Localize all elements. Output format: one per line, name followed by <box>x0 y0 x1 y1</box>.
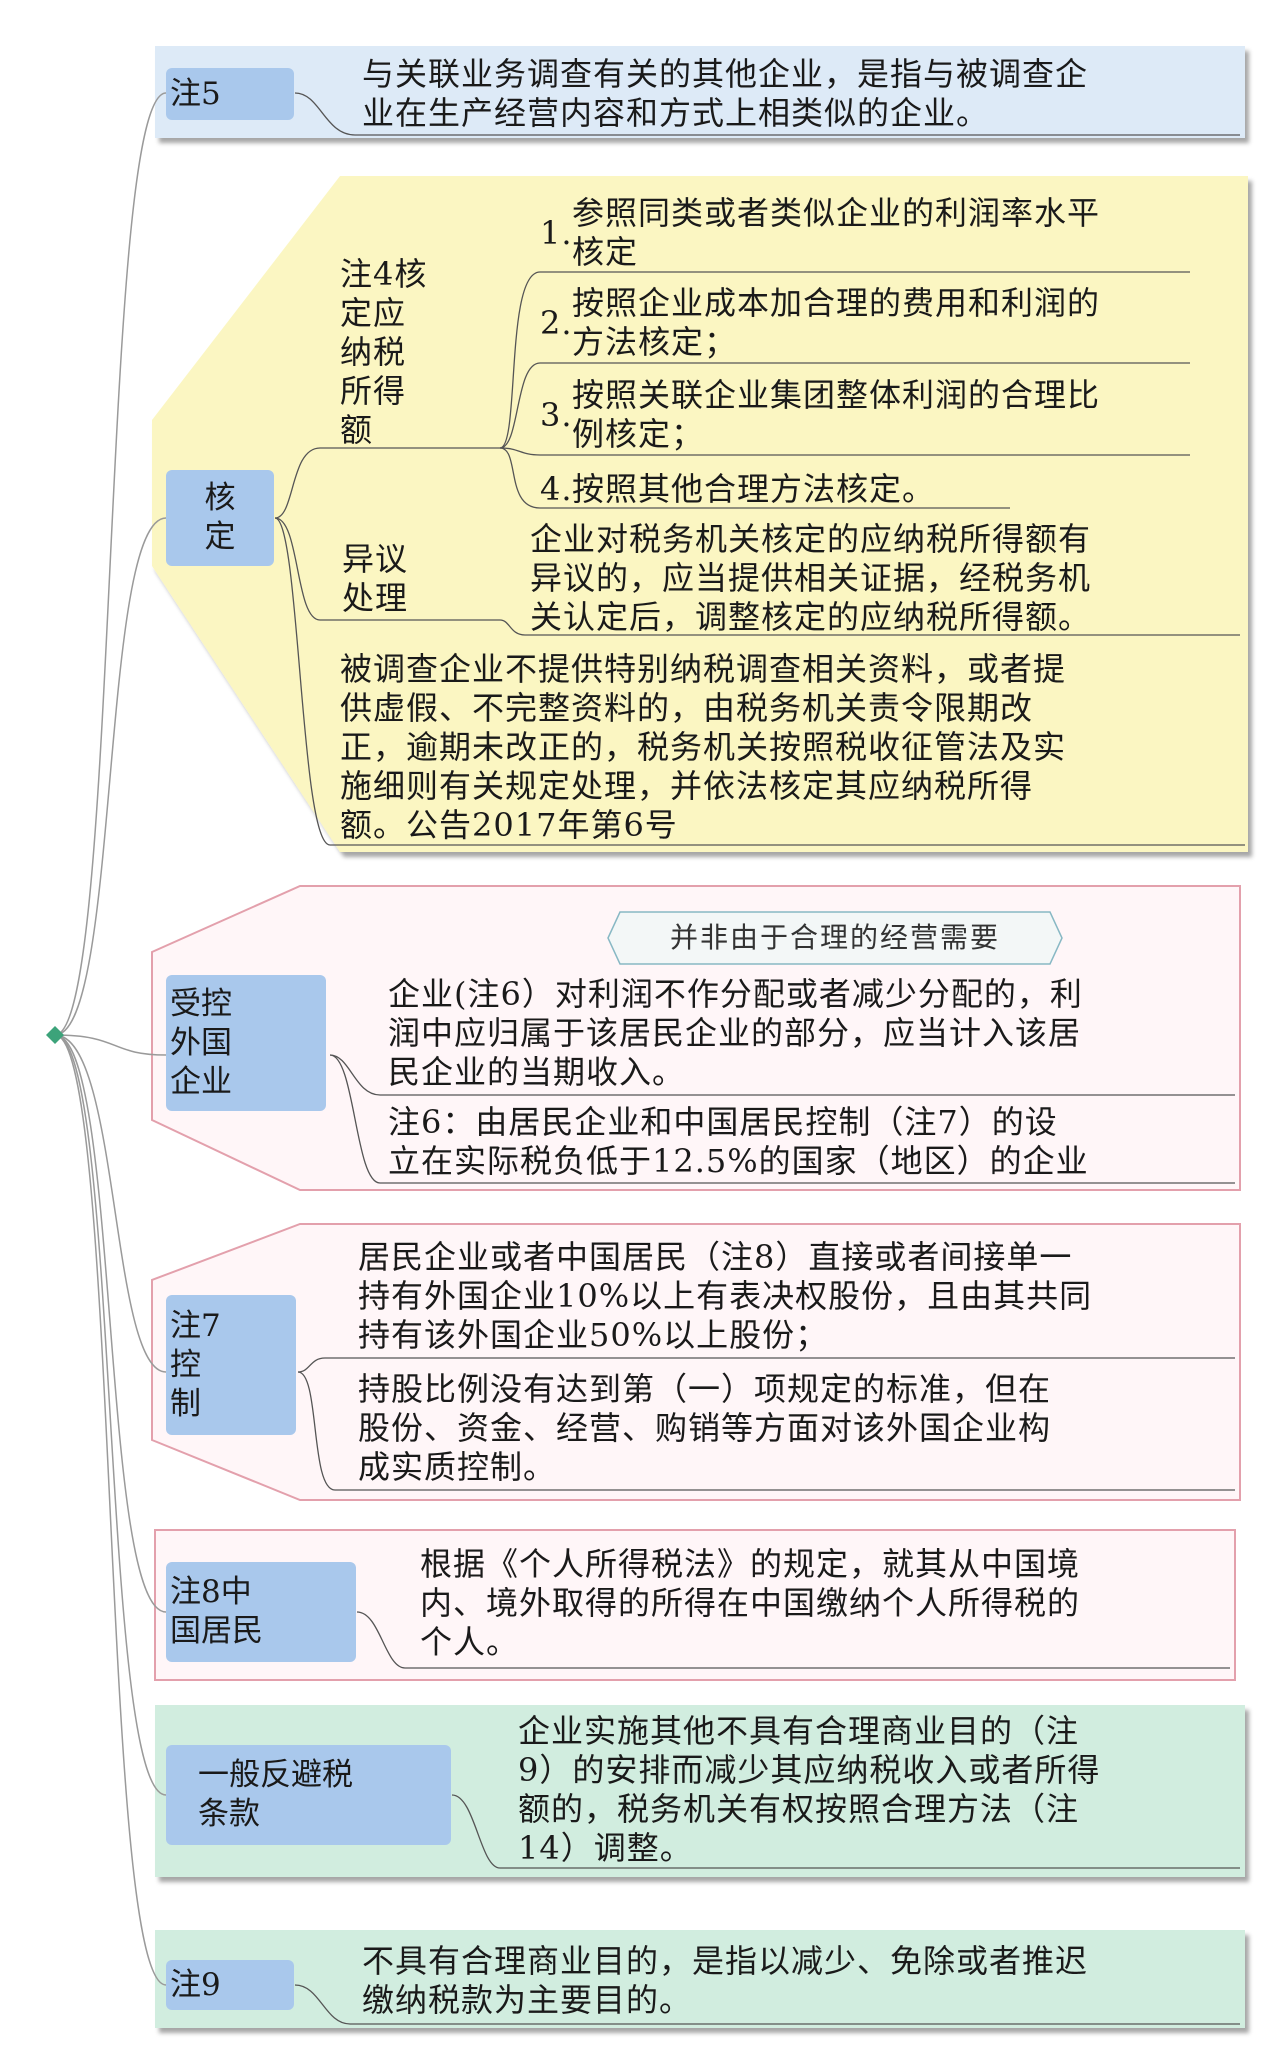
cfc-text: 企业(注6）对利润不作分配或者减少分配的，利 润中应归属于该居民企业的部分，应当… <box>388 975 1083 1091</box>
tag-note9[interactable]: 注9 <box>166 1960 294 2010</box>
panel-note7 <box>151 1223 1241 1501</box>
method-num-1: 1. <box>540 214 573 252</box>
tag-assess[interactable]: 核 定 <box>166 470 274 566</box>
branch-lines <box>274 92 1245 2025</box>
note4-label: 注4核 定应 纳税 所得 额 <box>340 255 428 449</box>
note7-item2: 持股比例没有达到第（一）项规定的标准，但在 股份、资金、经营、购销等方面对该外国… <box>358 1370 1052 1486</box>
tag-gaar[interactable]: 一般反避税 条款 <box>166 1745 451 1845</box>
method-4: 按照其他合理方法核定。 <box>572 470 936 508</box>
tag-note8[interactable]: 注8中 国居民 <box>166 1562 356 1662</box>
note8-text: 根据《个人所得税法》的规定，就其从中国境 内、境外取得的所得在中国缴纳个人所得税… <box>420 1545 1081 1661</box>
method-num-2: 2. <box>540 304 573 342</box>
method-2: 按照企业成本加合理的费用和利润的 方法核定； <box>572 284 1101 361</box>
tag-cfc[interactable]: 受控 外国 企业 <box>166 975 326 1111</box>
note9-text: 不具有合理商业目的，是指以减少、免除或者推迟 缴纳税款为主要目的。 <box>362 1942 1089 2019</box>
panel-assess <box>152 176 1248 852</box>
tag-note5[interactable]: 注5 <box>166 68 294 120</box>
panel-note9 <box>155 1930 1245 2028</box>
callout-shape <box>607 911 1063 965</box>
method-num-3: 3. <box>540 396 573 434</box>
panel-note5 <box>155 46 1245 138</box>
method-3: 按照关联企业集团整体利润的合理比 例核定； <box>572 376 1101 453</box>
non-compliance-text: 被调查企业不提供特别纳税调查相关资料，或者提 供虚假、不完整资料的，由税务机关责… <box>340 650 1067 844</box>
callout-not-reasonable-need: 并非由于合理的经营需要 <box>669 921 1000 954</box>
objection-label: 异议 处理 <box>342 540 409 617</box>
root-connectors <box>54 92 167 1986</box>
note6-text: 注6：由居民企业和中国居民控制（注7）的设 立在实际税负低于12.5%的国家（地… <box>388 1103 1089 1180</box>
note7-item1: 居民企业或者中国居民（注8）直接或者间接单一 持有外国企业10%以上有表决权股份… <box>358 1238 1093 1354</box>
method-num-4: 4. <box>540 470 573 508</box>
gaar-text: 企业实施其他不具有合理商业目的（注 9）的安排而减少其应纳税收入或者所得 额的，… <box>518 1712 1101 1867</box>
method-1: 参照同类或者类似企业的利润率水平 核定 <box>572 194 1101 271</box>
note5-text: 与关联业务调查有关的其他企业，是指与被调查企 业在生产经营内容和方式上相类似的企… <box>362 55 1089 132</box>
tag-note7[interactable]: 注7 控 制 <box>166 1295 296 1435</box>
root-marker <box>46 1026 64 1044</box>
objection-text: 企业对税务机关核定的应纳税所得额有 异议的，应当提供相关证据，经税务机 关认定后… <box>530 520 1092 636</box>
